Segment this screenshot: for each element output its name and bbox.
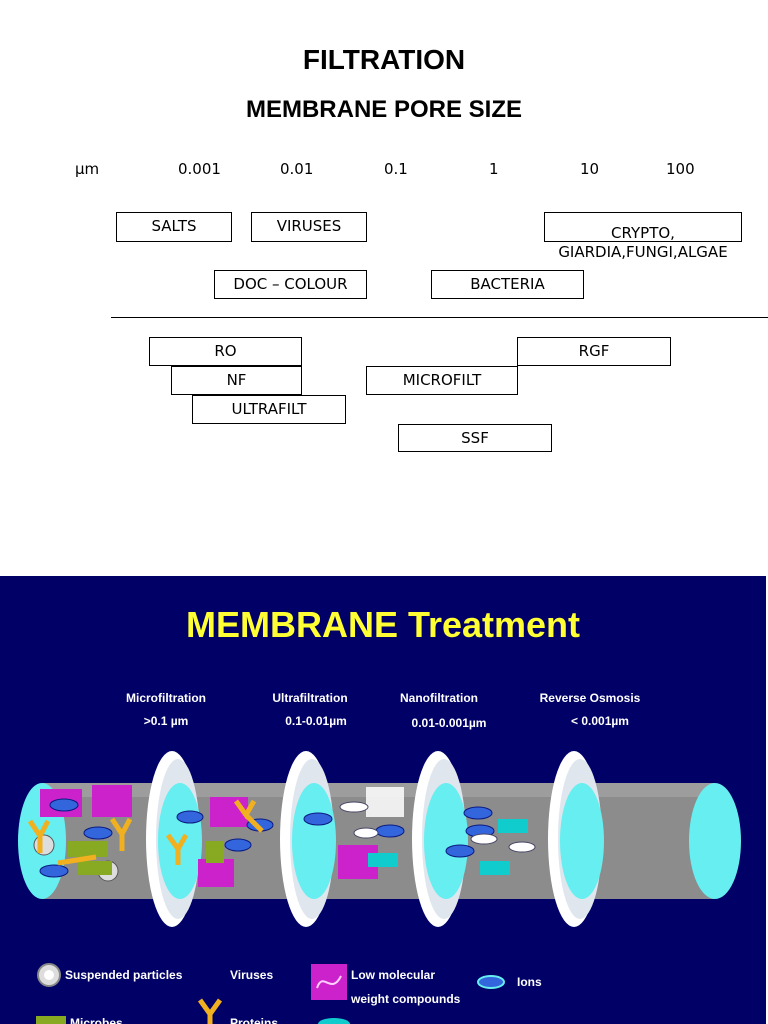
box-viruses: VIRUSES xyxy=(251,212,367,242)
legend-viruses: Viruses xyxy=(230,968,274,982)
box-nf: NF xyxy=(171,366,302,395)
membrane-micro xyxy=(146,751,202,927)
scale-tick-0.001: 0.001 xyxy=(178,160,221,178)
box-ro: RO xyxy=(149,337,302,366)
scale-tick-0.01: 0.01 xyxy=(280,160,314,178)
legend-ions: Ions xyxy=(517,975,542,989)
microbes-icon xyxy=(36,1016,66,1024)
box-rgf: RGF xyxy=(517,337,671,366)
divider-line xyxy=(111,317,768,318)
stage-micro-range: >0.1 µm xyxy=(143,714,189,728)
page-subtitle: MEMBRANE PORE SIZE xyxy=(245,96,523,123)
legend-microbes: Microbes xyxy=(70,1016,123,1024)
box-bacteria: BACTERIA xyxy=(431,270,584,299)
legend-lmw-line2: weight compounds xyxy=(351,992,461,1006)
membrane-panel: MEMBRANE Treatment Microfiltration >0.1 … xyxy=(0,576,766,1024)
low-molecular-icon xyxy=(311,964,347,1000)
membrane-ultra xyxy=(280,751,336,927)
box-doc-colour: DOC – COLOUR xyxy=(214,270,367,299)
scale-tick-10: 10 xyxy=(580,160,600,178)
stage-ro-range: < 0.001µm xyxy=(571,714,629,728)
scale-unit: μm xyxy=(75,160,100,178)
stage-ultra-range: 0.1-0.01µm xyxy=(285,714,347,728)
particles-stage3 xyxy=(303,787,405,879)
crypto-line2: GIARDIA,FUNGI,ALGAE xyxy=(558,243,728,261)
legend-proteins: Proteins xyxy=(230,1016,279,1024)
stage-ro-name: Reverse Osmosis xyxy=(539,691,641,705)
box-salts: SALTS xyxy=(116,212,232,242)
box-crypto: CRYPTO, xyxy=(544,212,742,242)
box-ultrafilt: ULTRAFILT xyxy=(192,395,346,424)
box-microfilt: MICROFILT xyxy=(366,366,518,395)
scale-tick-1: 1 xyxy=(489,160,499,178)
ions-icon xyxy=(477,975,505,989)
particles-stage4 xyxy=(445,806,536,875)
scale-tick-0.1: 0.1 xyxy=(384,160,408,178)
page-title: FILTRATION xyxy=(302,44,466,75)
particles-stage1 xyxy=(27,785,133,882)
stage-ultra-name: Ultrafiltration xyxy=(272,691,348,705)
membrane-nano xyxy=(412,751,468,927)
membrane-diagram xyxy=(18,751,741,927)
legend-lmw-line1: Low molecular xyxy=(351,968,436,982)
proteins-icon xyxy=(197,998,223,1024)
stage-nano-range: 0.01-0.001µm xyxy=(411,716,487,730)
stage-nano-name: Nanofiltration xyxy=(400,691,478,705)
panel-title: MEMBRANE Treatment xyxy=(185,604,581,645)
pipe-outlet xyxy=(689,783,741,899)
scale-tick-100: 100 xyxy=(666,160,695,178)
partial-icon xyxy=(318,1018,350,1024)
crypto-line1: CRYPTO, xyxy=(611,224,675,242)
stage-micro-name: Microfiltration xyxy=(126,691,206,705)
particles-stage2 xyxy=(165,797,274,887)
legend-suspended: Suspended particles xyxy=(65,968,183,982)
suspended-particles-icon xyxy=(37,963,61,987)
membrane-ro xyxy=(548,751,604,927)
box-ssf: SSF xyxy=(398,424,552,452)
